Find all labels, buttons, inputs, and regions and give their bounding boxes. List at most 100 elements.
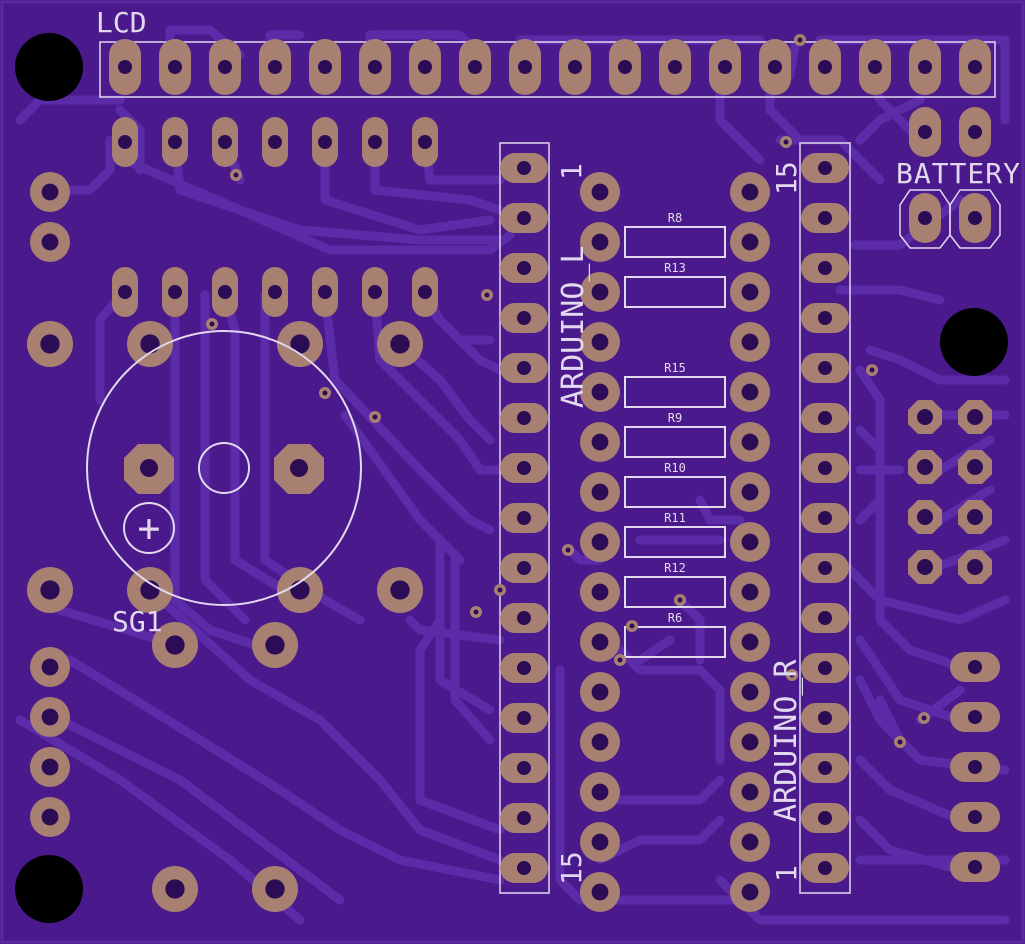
pad-hole <box>41 758 59 776</box>
pad-hole <box>968 760 982 774</box>
arduino-l-pin-hole <box>517 161 531 175</box>
resistor-body <box>624 476 726 508</box>
via-hole <box>797 37 803 43</box>
pad-hole <box>40 580 60 600</box>
dip-pad-hole <box>741 483 759 501</box>
connector-pin-hole <box>268 135 282 149</box>
arduino-l-pin-hole <box>517 661 531 675</box>
arduino-r-pin-hole <box>818 261 832 275</box>
via-hole <box>677 597 683 603</box>
battery-outline <box>899 189 951 249</box>
pad-hole <box>917 559 933 575</box>
arduino-r-pin-hole <box>818 411 832 425</box>
mounting-hole-top-left <box>15 33 83 101</box>
arduino-r-pin-hole <box>818 661 832 675</box>
pad-hole <box>290 580 310 600</box>
dip-pad-hole <box>591 183 609 201</box>
battery-pad-hole <box>968 211 982 225</box>
dip-pad-hole <box>741 533 759 551</box>
pad-hole <box>967 409 983 425</box>
via-hole <box>322 390 328 396</box>
arduino-l-label: ARDUINO_L <box>556 245 591 408</box>
via-hole <box>233 172 239 178</box>
pad-hole <box>265 635 285 655</box>
arduino-r-outline <box>799 142 851 894</box>
dip-pad-hole <box>591 383 609 401</box>
buzzer-polarity-circle <box>123 502 175 554</box>
lcd-pin-hole <box>918 60 932 74</box>
battery-pad-upper-hole <box>918 125 932 139</box>
connector-pin-hole <box>318 135 332 149</box>
lcd-pin-hole <box>868 60 882 74</box>
pad-hole <box>40 334 60 354</box>
vias <box>206 34 930 748</box>
mounting-holes <box>15 33 1008 923</box>
pad-hole <box>917 409 933 425</box>
arduino-l-pin-hole <box>517 361 531 375</box>
lcd-pin-hole <box>518 60 532 74</box>
dip-pad-hole <box>741 383 759 401</box>
silkscreen-labels: LCD BATTERY SG1 ARDUINO_L 1 15 ARDUINO_R… <box>96 6 1020 885</box>
dip-pad-hole <box>591 633 609 651</box>
connector-pin-hole <box>168 285 182 299</box>
pad-hole <box>165 635 185 655</box>
via-hole <box>629 623 635 629</box>
arduino-l-pin-first: 1 <box>555 163 588 180</box>
via-hole <box>921 715 927 721</box>
via-hole <box>497 587 503 593</box>
lcd-pin-hole <box>168 60 182 74</box>
arduino-l-pin-hole <box>517 211 531 225</box>
lcd-connector-upper <box>112 117 438 167</box>
arduino-r-pin-last: 15 <box>770 161 803 195</box>
via-hole <box>789 672 795 678</box>
pad-hole <box>265 879 285 899</box>
dip-pad-hole <box>591 683 609 701</box>
dip-pad-hole <box>591 533 609 551</box>
resistor-body <box>624 576 726 608</box>
buzzer-pad-negative-hole <box>290 459 308 477</box>
arduino-r-pin-hole <box>818 311 832 325</box>
via-hole <box>783 139 789 145</box>
resistor-label: R11 <box>664 511 686 525</box>
dip-pad-hole <box>591 433 609 451</box>
arduino-r-pin-hole <box>818 211 832 225</box>
resistor-body <box>624 376 726 408</box>
lcd-pin-hole <box>418 60 432 74</box>
arduino-r-pin-first: 1 <box>770 865 803 882</box>
dip-pad-hole <box>741 883 759 901</box>
arduino-l-pin-hole <box>517 261 531 275</box>
mounting-hole-right <box>940 308 1008 376</box>
dip-pad-hole <box>741 633 759 651</box>
pad-hole <box>41 233 59 251</box>
dip-pad-hole <box>591 283 609 301</box>
via-hole <box>897 739 903 745</box>
resistor-body <box>624 626 726 658</box>
battery-pad-upper-hole <box>968 125 982 139</box>
pad-hole <box>968 710 982 724</box>
dip-pad-hole <box>741 433 759 451</box>
dip-pad-hole <box>591 733 609 751</box>
dip-pad-hole <box>591 483 609 501</box>
arduino-l-pin-hole <box>517 611 531 625</box>
dip-pad-hole <box>741 783 759 801</box>
pad-hole <box>917 459 933 475</box>
pad-hole <box>41 183 59 201</box>
pad-hole <box>140 334 160 354</box>
resistor-label: R13 <box>664 261 686 275</box>
dip-pad-hole <box>591 833 609 851</box>
resistor-label: R6 <box>668 611 682 625</box>
connector-pin-hole <box>368 135 382 149</box>
dip-pad-hole <box>741 833 759 851</box>
resistor-body <box>624 426 726 458</box>
arduino-r-pin-hole <box>818 611 832 625</box>
through-hole-pads <box>27 172 423 912</box>
pad-hole <box>967 509 983 525</box>
connector-pin-hole <box>218 135 232 149</box>
arduino-r-pin-hole <box>818 561 832 575</box>
lcd-pin-hole <box>218 60 232 74</box>
via-hole <box>869 367 875 373</box>
lcd-pin-hole <box>318 60 332 74</box>
arduino-l-pin-hole <box>517 861 531 875</box>
arduino-l-header <box>499 142 550 894</box>
resistor-pads <box>580 172 770 912</box>
